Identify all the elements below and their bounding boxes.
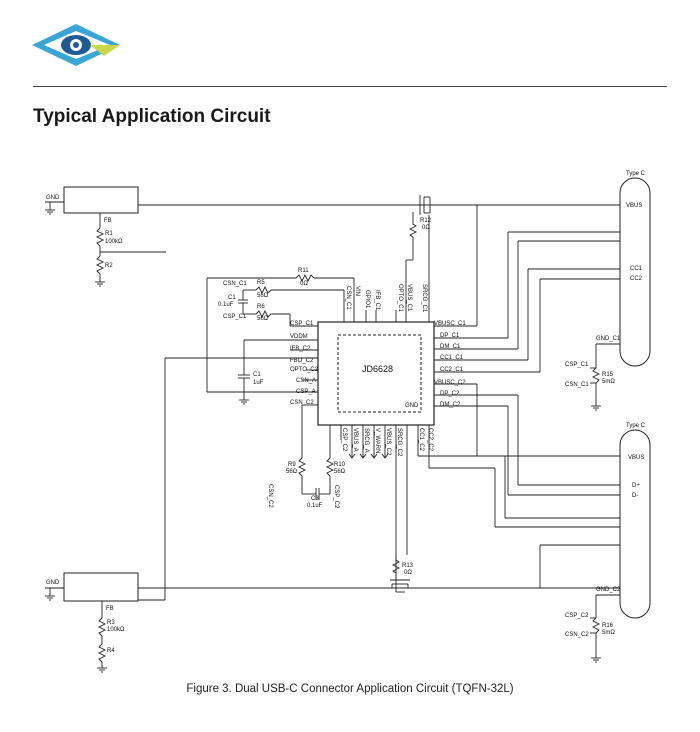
pin-top-6: SRCG_C1: [421, 284, 427, 313]
pin-left-1: VDDM: [290, 334, 308, 340]
r10-value: 56Ω: [334, 469, 346, 475]
adapter-top: [63, 186, 139, 214]
conn-bottom-type: Type C: [626, 423, 646, 429]
pin-left-3: FBO_C2: [290, 358, 314, 364]
conn-bottom-dplus: D+: [632, 483, 640, 489]
gnd-bottom-label: GND: [46, 580, 60, 586]
pin-bottom-3: V_WARN: [374, 428, 380, 453]
type-c-connector-bottom: [619, 429, 651, 619]
r9-value: 56Ω: [286, 469, 298, 475]
csp-c1-label: CSP_C1: [223, 314, 247, 320]
chip-name: JD6628: [362, 364, 393, 374]
pin-left-4: OPTO_C2: [290, 367, 319, 373]
r9-label: R9: [288, 462, 296, 468]
conn-top-cc2: CC2: [630, 276, 643, 282]
pin-right-1: DP_C1: [440, 333, 460, 339]
csp-c2-label: CSP_C2: [333, 485, 339, 509]
r13-value: 0Ω: [404, 570, 412, 576]
csn-c1-label: CSN_C1: [223, 281, 247, 287]
pin-bottom-4: VBUS_C2: [385, 428, 391, 456]
pin-right-2: DM_C1: [440, 344, 461, 350]
conn-top-type: Type C: [626, 171, 646, 177]
r13-label: R13: [402, 563, 414, 569]
pin-right-4: CC2_C1: [440, 367, 464, 373]
pin-right-3: CC1_C1: [440, 355, 464, 361]
pin-top-3: IFB_C1: [374, 290, 380, 311]
pin-bottom-5: SRCG_C2: [396, 428, 402, 457]
fb-top-label: FB: [104, 218, 112, 224]
conn-bottom-vbus: VBUS: [628, 455, 644, 461]
r11-value: 0Ω: [300, 281, 308, 287]
gnd-top-label: GND: [46, 195, 60, 201]
gnd-c2-label: GND_C2: [596, 587, 621, 593]
csn-c1-r-label: CSN_C1: [565, 382, 589, 388]
fb-bottom-label: FB: [106, 606, 114, 612]
pin-left-6: CSP_A: [296, 389, 316, 395]
r1-value: 100kΩ: [105, 239, 123, 245]
header-divider: [33, 86, 667, 87]
pin-right-6: DP_C2: [440, 391, 460, 397]
figure-caption: Figure 3. Dual USB-C Connector Applicati…: [186, 683, 514, 695]
pin-left-5: CSN_A: [296, 378, 316, 384]
pin-top-2: GPIO1: [364, 290, 370, 309]
pin-top-1: VIN: [354, 286, 360, 296]
pin-left-0: CSP_C1: [290, 321, 314, 327]
pin-bottom-7: CC2_C2: [427, 428, 433, 452]
r2-label: R2: [105, 263, 113, 269]
r15-value: 5mΩ: [602, 379, 615, 385]
conn-top-cc1: CC1: [630, 266, 643, 272]
pin-bottom-6: CC1_C2: [418, 428, 424, 452]
r12-value: 0Ω: [422, 225, 430, 231]
csn-c2-label: CSN_C2: [267, 484, 273, 508]
c1b-value: 1uF: [253, 380, 264, 386]
pin-left-2: IFB_C2: [290, 346, 311, 352]
pin-right-7: DM_C2: [440, 402, 461, 408]
conn-bottom-dminus: D-: [632, 493, 638, 499]
chip-gnd-label: GND: [405, 403, 419, 409]
r6-label: R6: [257, 304, 265, 310]
r4-label: R4: [107, 648, 115, 654]
r3-label: R3: [107, 620, 115, 626]
r5-label: R5: [257, 280, 265, 286]
r15-label: R15: [602, 372, 614, 378]
c1a-value: 0.1uF: [218, 302, 234, 308]
pin-right-5: VBUSC_C2: [434, 380, 466, 386]
csp-c2-r-label: CSP_C2: [565, 613, 589, 619]
csn-c2-r-label: CSN_C2: [565, 632, 589, 638]
adapter-bottom: [63, 572, 139, 602]
c3-label: C3: [311, 496, 319, 502]
chip-jd6628: [317, 321, 435, 426]
pin-top-5: VBUS_C1: [406, 284, 412, 312]
pin-left-7: CSN_C2: [290, 400, 314, 406]
r6-value: 56Ω: [257, 316, 269, 322]
r16-value: 5mΩ: [602, 630, 615, 636]
pin-top-0: CSN_C1: [345, 286, 351, 310]
pin-top-4: OPTO_C1: [397, 284, 403, 313]
c1b-label: C1: [253, 372, 261, 378]
r12-label: R12: [420, 218, 432, 224]
r10-label: R10: [334, 462, 346, 468]
c3-value: 0.1uF: [307, 503, 323, 509]
eye-triangle-logo-icon: [32, 24, 120, 66]
pin-bottom-0: CSP_C2: [341, 428, 347, 452]
pin-bottom-2: SRCG_A: [363, 428, 369, 453]
gnd-c1-label: GND_C1: [596, 336, 621, 342]
pin-right-0: VBUSC_C1: [434, 321, 466, 327]
conn-top-vbus: VBUS: [626, 203, 642, 209]
type-c-connector-top: [619, 177, 651, 367]
r16-label: R16: [602, 623, 614, 629]
r1-label: R1: [105, 231, 113, 237]
section-title: Typical Application Circuit: [33, 106, 271, 127]
r3-value: 100kΩ: [107, 627, 125, 633]
c1a-label: C1: [228, 295, 236, 301]
r5-value: 56Ω: [257, 293, 269, 299]
csp-c1-r-label: CSP_C1: [565, 362, 589, 368]
pin-bottom-1: VBUS_A: [352, 428, 358, 452]
r11-label: R11: [298, 268, 309, 274]
